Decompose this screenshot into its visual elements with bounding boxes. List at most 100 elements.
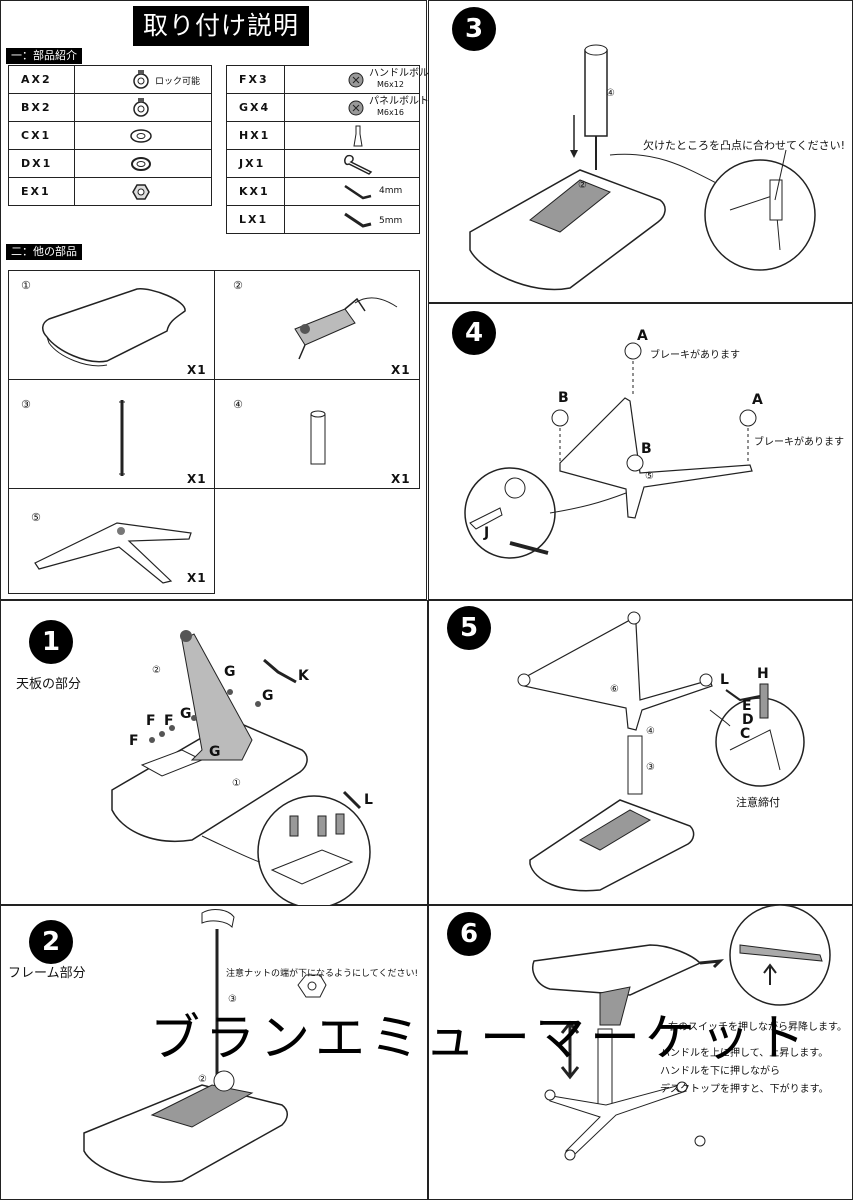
part-number: ③ [21, 398, 31, 411]
callout-4: ④ [646, 726, 655, 737]
label-g: G [180, 706, 192, 722]
washer-icon [130, 129, 152, 143]
label-h: H [757, 666, 769, 682]
part-number: ④ [233, 398, 243, 411]
label-l: L [364, 792, 373, 808]
part-code: EX1 [8, 177, 75, 206]
hex-key-icon [344, 184, 372, 200]
callout-5: ⑤ [645, 471, 654, 482]
part-code: FX3 [226, 65, 285, 94]
part-note-1: 4mm [379, 186, 403, 196]
part-note: ロック可能 [155, 77, 201, 87]
label-a: A [637, 328, 648, 344]
lift-mechanism-icon [294, 297, 398, 360]
step-number: 3 [452, 7, 496, 51]
brake-note: ブレーキがあります [754, 437, 844, 448]
part-row: HX1 [226, 121, 420, 150]
quantity: X1 [391, 472, 411, 486]
part-cell-3: ③ X1 [8, 379, 215, 489]
step-number: 5 [447, 606, 491, 650]
instruction-line-2: ハンドルを上に押して、上昇します。 [660, 1048, 829, 1059]
part-number: ① [21, 279, 31, 292]
threaded-rod-icon [119, 400, 125, 476]
label-e: E [742, 698, 752, 714]
brake-note: ブレーキがあります [650, 350, 740, 361]
step-6-illustration [532, 904, 831, 1161]
label-d: D [742, 712, 754, 728]
part-code: KX1 [226, 177, 285, 206]
label-b: B [558, 390, 569, 406]
step-number: 4 [452, 311, 496, 355]
instruction-line-4: デスクトップを押すと、下がります。 [660, 1084, 829, 1095]
callout-3: ③ [646, 762, 655, 773]
callout-3: ③ [228, 994, 237, 1005]
label-k: K [298, 668, 309, 684]
label-g: G [224, 664, 236, 680]
part-code: GX4 [226, 93, 285, 122]
part-caster-lock: ロック可能 [74, 65, 212, 94]
step-number: 2 [29, 920, 73, 964]
page-title: 取り付け説明書 [133, 6, 309, 80]
part-code: CX1 [8, 121, 75, 150]
part-row: CX1 [8, 121, 212, 150]
section-parts-intro: 一：部品紹介 [6, 48, 82, 64]
step-4-illustration [464, 342, 757, 559]
part-number: ② [233, 279, 243, 292]
step-2-note: 注意ナットの端が下になるようにしてください! [226, 969, 419, 979]
part-cell-2: ② X1 [214, 270, 420, 380]
quantity: X1 [187, 472, 207, 486]
part-nut [74, 177, 212, 206]
part-row: JX1 [226, 149, 420, 178]
callout-2: ② [198, 1074, 207, 1085]
part-row: AX2 ロック可能 [8, 65, 212, 94]
step-number: 6 [447, 912, 491, 956]
part-cell-5: ⑤ X1 [8, 488, 215, 594]
part-code: DX1 [8, 149, 75, 178]
part-caster [74, 93, 212, 122]
part-code: LX1 [226, 205, 285, 234]
part-code: JX1 [226, 149, 285, 178]
part-note-1: ハンドルボルト [369, 68, 439, 79]
step-3-illustration [469, 44, 816, 291]
label-b: B [641, 441, 652, 457]
label-g: G [209, 744, 221, 760]
column-tube-icon [310, 410, 326, 465]
label-f: F [164, 713, 174, 729]
step-5-illustration [517, 611, 805, 892]
part-cell-4: ④ X1 [214, 379, 420, 489]
part-number: ⑤ [31, 511, 41, 524]
base-legs-icon [34, 522, 192, 584]
part-code: BX2 [8, 93, 75, 122]
step-1-caption: 天板の部分 [16, 677, 82, 692]
label-g: G [262, 688, 274, 704]
part-row: BX2 [8, 93, 212, 122]
part-spring-washer [74, 149, 212, 178]
instruction-line-3: ハンドルを下に押しながら [660, 1066, 780, 1077]
part-washer [74, 121, 212, 150]
wrench-icon [344, 154, 373, 175]
part-code: HX1 [226, 121, 285, 150]
part-row: EX1 [8, 177, 212, 206]
hex-key-icon [344, 212, 372, 228]
part-note-1: 5mm [379, 216, 403, 226]
quantity: X1 [187, 363, 207, 377]
parts-table-left: AX2 ロック可能 BX2 CX1 DX1 EX1 [8, 65, 212, 206]
step-5-caption: 注意締付 [736, 796, 780, 809]
label-l: L [720, 672, 729, 688]
step-1-illustration [111, 630, 371, 909]
part-note-2: M6x16 [377, 108, 404, 117]
part-row: KX1 4mm [226, 177, 420, 206]
part-hex-key-4mm: 4mm [284, 177, 420, 206]
label-j: J [484, 525, 490, 541]
step-2-caption: フレーム部分 [8, 966, 86, 981]
part-note-2: M6x12 [377, 80, 404, 89]
callout-4: ④ [606, 88, 615, 99]
bolt-icon [348, 100, 364, 116]
label-f: F [129, 733, 139, 749]
part-note-1: パネルボルト [369, 96, 429, 107]
bolt-icon [348, 72, 364, 88]
